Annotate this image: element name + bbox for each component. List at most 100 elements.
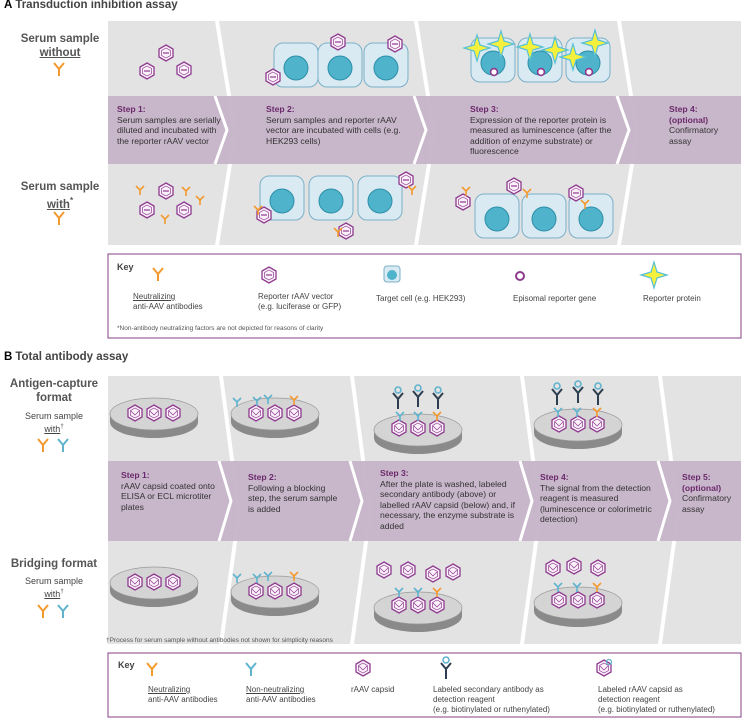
capsid-icon bbox=[267, 582, 283, 600]
capsid-icon bbox=[158, 44, 174, 62]
reporter-vector-icon bbox=[261, 266, 277, 284]
panel-a-diagram bbox=[53, 21, 742, 339]
key-a-reporter-vector-text: Reporter rAAV vector(e.g. luciferase or … bbox=[258, 292, 342, 311]
capsid-icon bbox=[568, 184, 584, 202]
labeled-capsid-icon bbox=[445, 563, 461, 581]
neutralizing-antibody-icon bbox=[37, 604, 49, 619]
capsid-icon bbox=[391, 419, 407, 437]
key-a-target-cell-text: Target cell (e.g. HEK293) bbox=[376, 294, 466, 303]
target-cell-icon bbox=[521, 193, 567, 239]
capsid-icon bbox=[506, 177, 522, 195]
labeled-capsid-icon bbox=[376, 561, 392, 579]
capsid-icon bbox=[265, 68, 281, 86]
capsid-icon bbox=[330, 33, 346, 51]
capsid-icon bbox=[127, 404, 143, 422]
capsid-icon bbox=[589, 591, 605, 609]
panel-b-footnote: †Process for serum sample without antibo… bbox=[106, 637, 333, 644]
nucleus-icon bbox=[387, 270, 397, 280]
capsid-icon bbox=[286, 582, 302, 600]
panel-b-key bbox=[107, 652, 742, 718]
panel-b-step-3: Step 3:After the plate is washed, labele… bbox=[380, 468, 516, 531]
panel-a-step-2: Step 2:Serum samples and reporter rAAV v… bbox=[266, 104, 401, 146]
capsid-icon bbox=[165, 573, 181, 591]
capsid-icon bbox=[455, 193, 471, 211]
capsid-icon bbox=[248, 404, 264, 422]
capsid-icon bbox=[387, 35, 403, 53]
capsid-icon bbox=[338, 222, 354, 240]
capsid-icon bbox=[355, 659, 371, 677]
capsid-icon bbox=[158, 182, 174, 200]
capsid-icon bbox=[570, 415, 586, 433]
panel-b-diagram bbox=[37, 376, 742, 718]
capsid-icon bbox=[176, 201, 192, 219]
capsid-icon bbox=[551, 591, 567, 609]
target-cell-icon bbox=[474, 193, 520, 239]
non-neutralizing-antibody-icon bbox=[57, 438, 69, 453]
panel-b-step-5: Step 5:(optional)Confirmatory assay bbox=[682, 472, 732, 514]
labeled-capsid-icon bbox=[566, 557, 582, 575]
panel-b-step-2: Step 2:Following a blocking step, the se… bbox=[248, 472, 338, 514]
capsid-icon bbox=[267, 404, 283, 422]
capsid-icon bbox=[429, 419, 445, 437]
target-cell-icon bbox=[363, 42, 409, 88]
capsid-icon bbox=[165, 404, 181, 422]
capsid-icon bbox=[286, 404, 302, 422]
panel-a-step-1: Step 1:Serum samples are serially dilute… bbox=[117, 104, 221, 146]
capsid-icon bbox=[176, 61, 192, 79]
bridging-format-label: Bridging format bbox=[10, 558, 98, 570]
panel-b-step-4: Step 4:The signal from the detection rea… bbox=[540, 472, 652, 525]
capsid-icon bbox=[248, 582, 264, 600]
panel-b-step-1: Step 1:rAAV capsid coated onto ELISA or … bbox=[121, 470, 215, 512]
non-neutralizing-antibody-icon bbox=[57, 604, 69, 619]
labeled-capsid-icon bbox=[425, 565, 441, 583]
neutralizing-antibody-icon bbox=[37, 438, 49, 453]
capsid-icon bbox=[391, 596, 407, 614]
capsid-icon bbox=[139, 62, 155, 80]
capsid-icon bbox=[589, 415, 605, 433]
labeled-capsid-icon bbox=[400, 561, 416, 579]
capsid-icon bbox=[410, 419, 426, 437]
episomal-gene-icon bbox=[584, 67, 594, 77]
labeled-capsid-icon bbox=[545, 559, 561, 577]
capsid-icon bbox=[410, 596, 426, 614]
episomal-gene-icon bbox=[489, 67, 499, 77]
capsid-icon bbox=[429, 596, 445, 614]
panel-a-key bbox=[107, 253, 742, 339]
labeled-capsid-icon bbox=[596, 659, 612, 677]
capsid-icon bbox=[551, 415, 567, 433]
capsid-icon bbox=[139, 201, 155, 219]
target-cell-icon bbox=[357, 175, 403, 221]
panel-a-step-3: Step 3:Expression of the reporter protei… bbox=[470, 104, 612, 157]
key-a-episomal-text: Episomal reporter gene bbox=[513, 294, 597, 303]
panel-b-key-title: Key bbox=[118, 660, 135, 670]
antigen-capture-format-label: Antigen-capture format bbox=[9, 378, 99, 404]
target-cell-icon bbox=[308, 175, 354, 221]
panel-a-key-title: Key bbox=[117, 262, 134, 272]
panel-b-step-band bbox=[108, 461, 741, 541]
capsid-icon bbox=[146, 404, 162, 422]
labeled-capsid-icon bbox=[590, 559, 606, 577]
capsid-icon bbox=[398, 171, 414, 189]
panel-a-footnote: *Non-antibody neutralizing factors are n… bbox=[117, 325, 324, 332]
neutralizing-antibody-icon bbox=[53, 62, 65, 77]
capsid-icon bbox=[570, 591, 586, 609]
capsid-icon bbox=[127, 573, 143, 591]
episomal-gene-icon bbox=[536, 67, 546, 77]
panel-a-step-4: Step 4:(optional)Confirmatory assay bbox=[669, 104, 719, 146]
key-b-capsid-text: rAAV capsid bbox=[351, 685, 395, 694]
episomal-gene-icon bbox=[515, 271, 525, 281]
key-a-reporter-protein-text: Reporter protein bbox=[643, 294, 701, 303]
neutralizing-antibody-icon bbox=[53, 211, 65, 226]
